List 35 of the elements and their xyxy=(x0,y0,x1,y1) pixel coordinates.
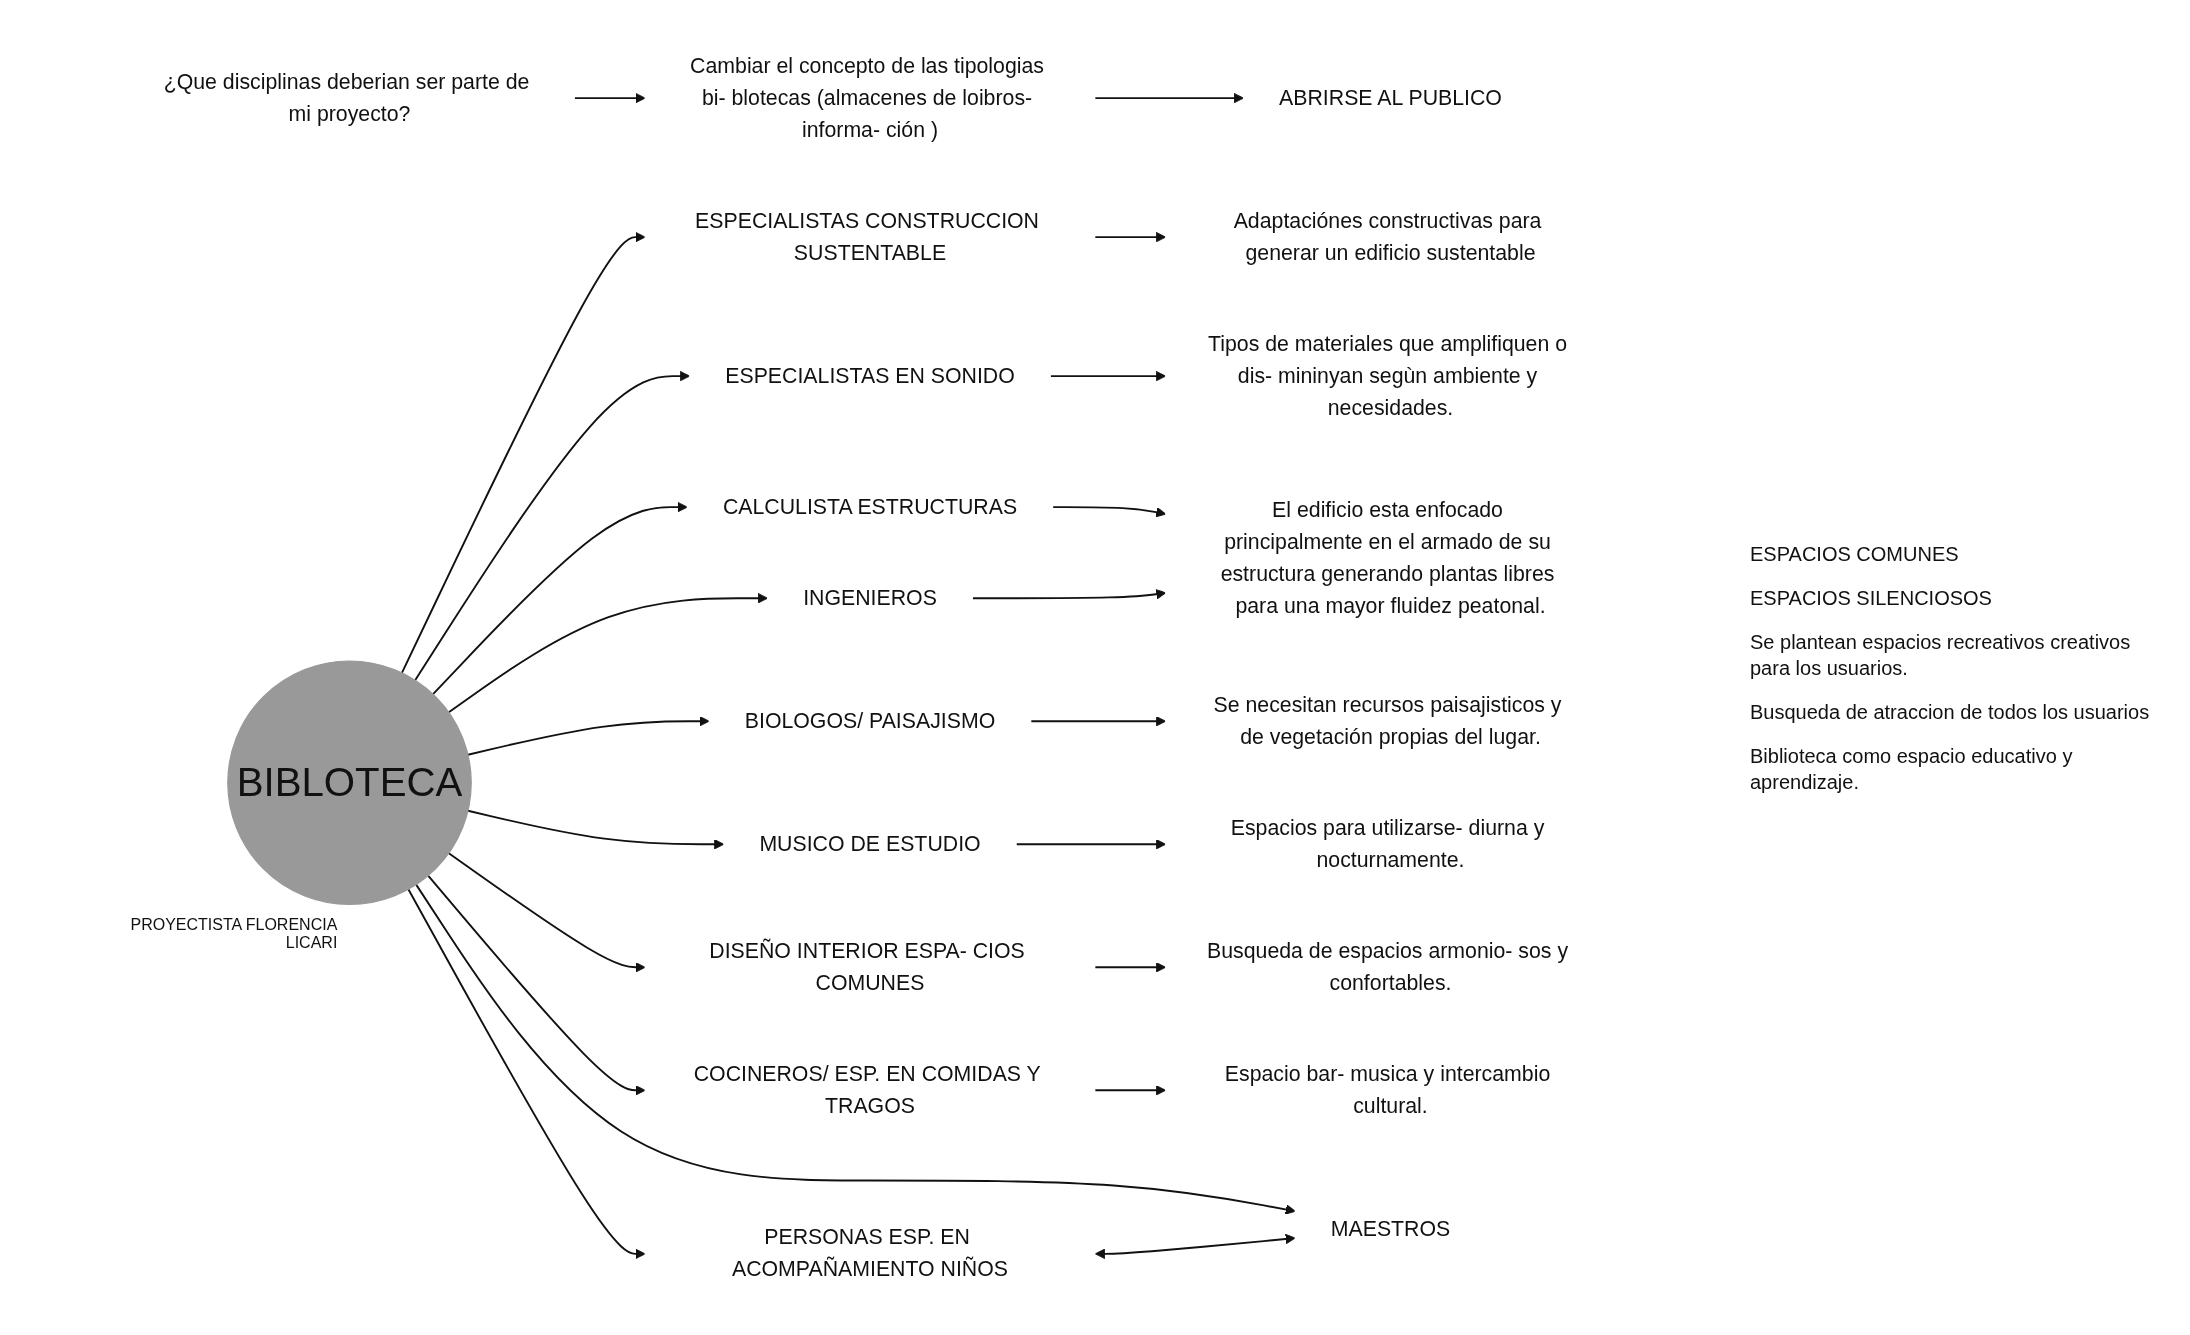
arrow xyxy=(432,501,688,695)
node-text: INGENIEROS xyxy=(803,585,937,609)
node-text: Adaptaciónes constructivas para generar un edificio sustentable xyxy=(1233,208,1542,264)
note-text: ESPACIOS COMUNES xyxy=(1750,541,1960,567)
node-text: ABRIRSE AL PUBLICO xyxy=(1279,85,1502,109)
arrow xyxy=(447,851,646,972)
note-text: ESPACIOS SILENCIOSOS xyxy=(1750,585,1993,611)
node-text: Cambiar el concepto de las tipologias bi- blotecas (almacenes de loibros- informa- ción ) xyxy=(690,53,1044,141)
node-text: DISEÑO INTERIOR ESPA- CIOS COMUNES xyxy=(709,938,1025,994)
node-text: ESPECIALISTAS CONSTRUCCION SUSTENTABLE xyxy=(695,208,1039,264)
node-text: Espacios para utilizarse- diurna y nocturnamente. xyxy=(1230,815,1545,871)
node-text: Espacio bar- musica y intercambio cultural. xyxy=(1224,1061,1551,1118)
node-text: COCINEROS/ ESP. EN COMIDAS Y TRAGOS xyxy=(693,1061,1041,1118)
arrow xyxy=(467,715,710,756)
node-text: CALCULISTA ESTRUCTURAS xyxy=(722,494,1018,518)
node-text: ESPECIALISTAS EN SONIDO xyxy=(725,363,1015,387)
note-text: Busqueda de atraccion de todos los usuarios xyxy=(1750,699,2151,725)
arrow xyxy=(1094,1233,1296,1259)
note-text: Biblioteca como espacio educativo y aprendizaje. xyxy=(1750,743,2074,795)
arrow xyxy=(427,874,646,1095)
node-text: ¿Que disciplinas deberian ser parte de mi proyecto? xyxy=(163,69,530,125)
node-text: Busqueda de espacios armonio- sos y confortables. xyxy=(1207,938,1569,994)
node-circle: BIBLOTECA xyxy=(227,659,472,905)
node-text: MAESTROS xyxy=(1330,1216,1451,1240)
node-text: MUSICO DE ESTUDIO xyxy=(759,831,981,855)
arrow xyxy=(400,231,646,674)
arrow xyxy=(407,887,646,1259)
node-text: PERSONAS ESP. EN ACOMPAÑAMIENTO NIÑOS xyxy=(731,1224,1009,1281)
note-text: Se plantean espacios recreativos creativos para los usuarios. xyxy=(1750,629,2132,681)
node-text: Se necesitan recursos paisajisticos y de vegetación propias del lugar. xyxy=(1213,692,1562,748)
arrow xyxy=(415,883,1296,1215)
node-text: Tipos de materiales que amplifiquen o dis- mininyan segùn ambiente y necesidades. xyxy=(1208,331,1568,419)
node-text: BIOLOGOS/ PAISAJISMO xyxy=(744,708,996,732)
node-text: El edificio esta enfocado principalmente en el armado de su estructura generando plantas libres para una mayor fluidez peatonal. xyxy=(1220,497,1555,617)
author-credit: PROYECTISTA FLORENCIA LICARI xyxy=(129,916,338,952)
